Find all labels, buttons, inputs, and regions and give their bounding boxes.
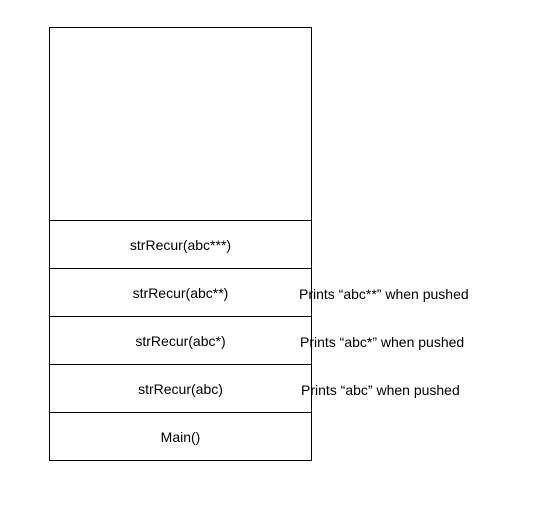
stack-frame-strrecur-abc-2-stars: strRecur(abc**) [50, 268, 311, 316]
stack-frame-strrecur-abc-1-star: strRecur(abc*) [50, 316, 311, 364]
stack-frame-label: Main() [160, 428, 201, 445]
stack-frame-strrecur-abc-3-stars: strRecur(abc***) [50, 220, 311, 268]
stack-frame-strrecur-abc: strRecur(abc) [50, 364, 311, 412]
stack-frame-main: Main() [50, 412, 311, 460]
stack-frame-label: strRecur(abc***) [129, 236, 232, 253]
stack-frame-label: strRecur(abc*) [135, 332, 226, 349]
push-annotation-abc-1-star: Prints “abc*” when pushed [300, 334, 465, 350]
call-stack: strRecur(abc***) strRecur(abc**) strRecu… [49, 27, 312, 461]
push-annotation-abc: Prints “abc” when pushed [301, 382, 460, 398]
stack-frame-label: strRecur(abc**) [132, 284, 229, 301]
push-annotation-abc-2-stars: Prints “abc**” when pushed [299, 286, 469, 302]
stack-frame-label: strRecur(abc) [138, 380, 223, 397]
